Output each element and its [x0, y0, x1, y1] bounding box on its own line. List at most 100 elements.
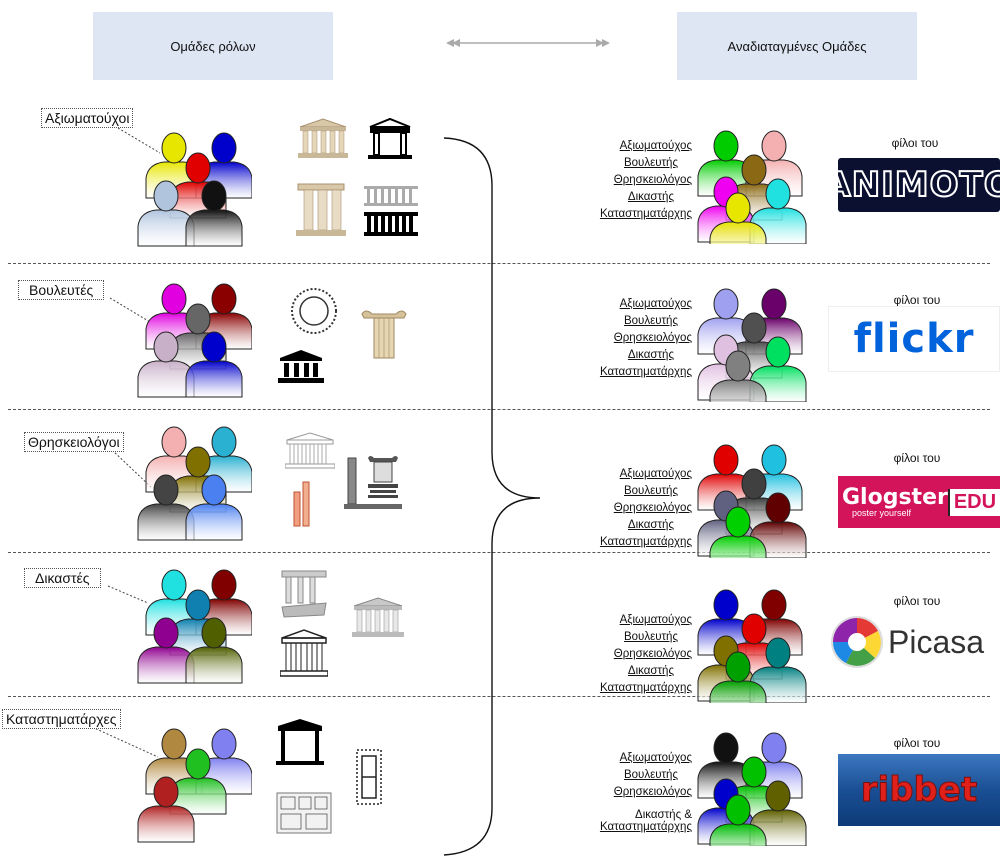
role-label: Καταστηματάρχης	[599, 366, 692, 378]
friends-label: φίλοι του	[893, 451, 941, 465]
mixed-roles-4: Αξιωματούχος Βουλευτής Θρησκειολόγος Δικ…	[532, 612, 692, 697]
role-label: Θρησκειολόγος	[613, 786, 692, 798]
person-figure	[709, 506, 767, 558]
role-label: Δικαστής	[627, 665, 674, 677]
person-figure	[169, 748, 227, 815]
mixed-roles-5: Αξιωματούχος Βουλευτής Θρησκειολόγος Δικ…	[532, 750, 692, 833]
person-figure	[137, 180, 195, 247]
role-label: Δικαστής	[627, 191, 674, 203]
group-label-officials: Αξιωματούχοι	[41, 108, 134, 128]
person-figure	[137, 474, 195, 541]
glogster-logo: Glogster poster yourself EDU	[838, 476, 1000, 528]
role-label: Δικαστής	[627, 519, 674, 531]
floor-plan-icon	[276, 792, 332, 834]
mixed-roles-3: Αξιωματούχος Βουλευτής Θρησκειολόγος Δικ…	[532, 466, 692, 551]
role-label: Αξιωματούχος	[619, 298, 692, 310]
role-label: Δικαστής	[627, 349, 674, 361]
person-figure	[185, 474, 243, 541]
role-label: Θρησκειολόγος	[613, 502, 692, 514]
left-header: Ομάδες ρόλων	[93, 12, 333, 80]
temple-frame-icon	[276, 719, 324, 765]
glogster-logo-text: Glogster	[842, 484, 948, 510]
ruined-temple-icon	[281, 570, 327, 618]
right-header-title: Αναδιαταγμένες Ομάδες	[727, 38, 867, 54]
ribbet-logo-text: ribbet	[860, 770, 978, 811]
role-label: Καταστηματάρχης	[599, 536, 692, 548]
temple-outline-icon	[368, 117, 412, 159]
friends-label: φίλοι του	[893, 594, 941, 608]
animoto-logo-text: ANIMOTO	[838, 164, 1000, 206]
role-label: Θρησκειολόγος	[613, 332, 692, 344]
person-figure	[709, 651, 767, 703]
role-label: Καταστηματάρχης	[599, 208, 692, 220]
person-figure	[709, 192, 767, 244]
broken-columns-icon	[293, 481, 310, 527]
picasa-icon	[831, 616, 883, 668]
friends-label: φίλοι του	[893, 736, 941, 750]
double-arrow-icon	[446, 39, 610, 47]
role-label: Δικαστής &	[635, 809, 692, 821]
temple-icon	[298, 118, 348, 158]
people-group-theologians	[137, 426, 252, 541]
role-label: Βουλευτής	[623, 769, 678, 781]
group-label-shopkeepers: Καταστηματάρχες	[2, 709, 121, 729]
person-figure	[709, 350, 767, 402]
section-divider	[8, 696, 990, 697]
role-label: Βουλευτής	[623, 157, 678, 169]
people-mixed-5	[697, 732, 807, 846]
role-label: Βουλευτής	[623, 631, 678, 643]
people-mixed-3	[697, 444, 807, 558]
balustrade-icon	[364, 186, 418, 236]
section-divider	[8, 409, 990, 410]
temple-facade-icon	[280, 629, 328, 677]
animoto-logo: ANIMOTO	[838, 158, 1000, 212]
picasa-logo-text: Picasa	[888, 623, 985, 660]
person-figure	[185, 617, 243, 684]
people-group-officials	[137, 132, 252, 247]
friends-label: φίλοι του	[893, 293, 941, 307]
role-label: Θρησκειολόγος	[613, 648, 692, 660]
people-mixed-2	[697, 288, 807, 402]
group-label-judges: Δικαστές	[24, 568, 101, 588]
mixed-roles-2: Αξιωματούχος Βουλευτής Θρησκειολόγος Δικ…	[532, 296, 692, 381]
role-label: Αξιωματούχος	[619, 468, 692, 480]
flickr-logo-text: flickr	[853, 316, 975, 362]
ribbet-logo: ribbet	[838, 754, 1000, 826]
role-label: Βουλευτής	[623, 315, 678, 327]
role-label: Αξιωματούχος	[619, 752, 692, 764]
picasa-logo: Picasa	[830, 612, 1000, 672]
section-divider	[8, 263, 990, 264]
round-temple-plan-icon	[291, 288, 337, 334]
group-label-theologians: Θρησκειολόγοι	[24, 432, 124, 452]
people-group-shopkeepers	[137, 728, 252, 843]
people-mixed-4	[697, 589, 807, 703]
role-label: Βουλευτής	[623, 485, 678, 497]
glogster-edu-badge: EDU	[947, 488, 1000, 516]
friends-label: φίλοι του	[891, 136, 939, 150]
person-figure	[749, 637, 807, 703]
person-figure	[137, 776, 195, 843]
person-figure	[709, 794, 767, 846]
mixed-roles-1: Αξιωματούχος Βουλευτής Θρησκειολόγος Δικ…	[532, 138, 692, 223]
role-label: Καταστηματάρχης	[599, 821, 692, 833]
greek-temple-icon	[352, 597, 404, 637]
group-label-mps: Βουλευτές	[18, 280, 105, 300]
person-figure	[185, 331, 243, 398]
role-label: Θρησκειολόγος	[613, 174, 692, 186]
right-header: Αναδιαταγμένες Ομάδες	[677, 12, 917, 80]
people-group-mps	[137, 283, 252, 398]
role-label: Καταστηματάρχης	[599, 682, 692, 694]
left-header-title: Ομάδες ρόλων	[170, 38, 256, 54]
glogster-logo-subtext: poster yourself	[852, 507, 912, 518]
role-label: Αξιωματούχος	[619, 140, 692, 152]
ionic-column-icon	[361, 310, 407, 359]
person-figure	[185, 180, 243, 247]
section-divider	[8, 552, 990, 553]
column-ruins-icon	[296, 183, 346, 236]
column-pedestal-icon	[344, 456, 402, 509]
flickr-logo: flickr	[828, 306, 1000, 372]
role-label: Αξιωματούχος	[619, 614, 692, 626]
people-group-judges	[137, 569, 252, 684]
bank-building-icon	[278, 350, 324, 383]
people-mixed-1	[697, 130, 807, 244]
